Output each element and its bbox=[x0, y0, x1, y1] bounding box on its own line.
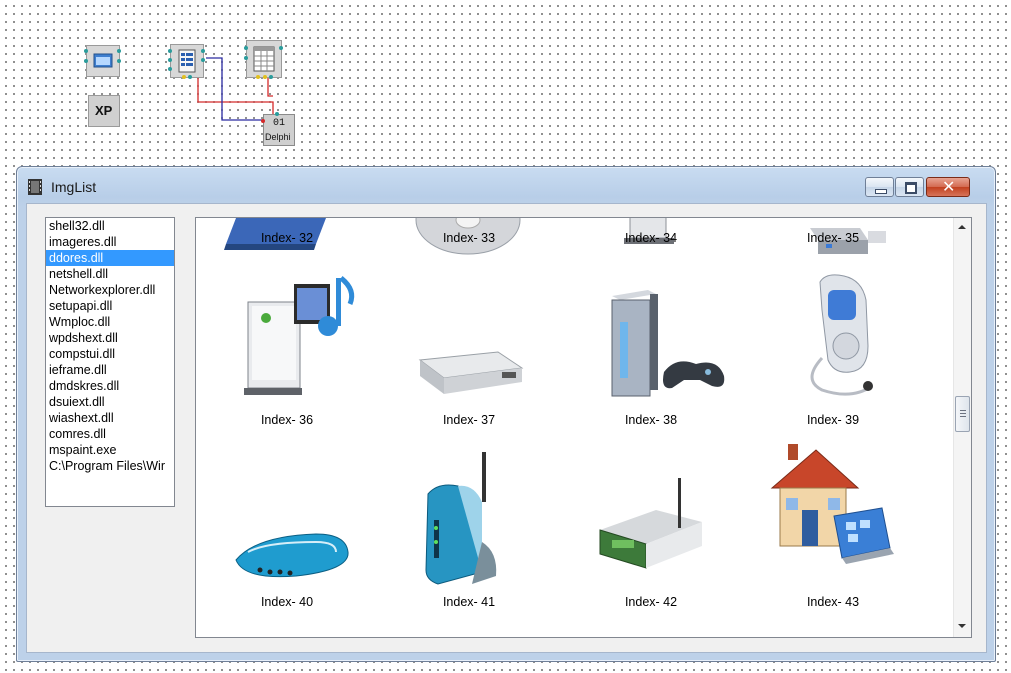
dll-list-item[interactable]: Wmploc.dll bbox=[49, 315, 111, 329]
listview-node[interactable] bbox=[244, 40, 283, 79]
scroll-down-arrow[interactable] bbox=[958, 624, 966, 628]
dll-list-item[interactable]: wpdshext.dll bbox=[49, 331, 118, 345]
window-icon bbox=[93, 53, 113, 68]
modem-icon bbox=[235, 533, 349, 578]
icon-cell[interactable]: Index- 42 bbox=[560, 442, 742, 624]
icon-index-label: Index- 38 bbox=[624, 413, 678, 427]
icon-cell[interactable]: Index- 37 bbox=[378, 260, 560, 442]
scroll-up-arrow[interactable] bbox=[958, 225, 966, 229]
icon-view[interactable]: Index- 32 Index- 33 Index- 34 Index- 35 Inde… bbox=[195, 217, 972, 638]
icon-cell[interactable]: Index- 32 bbox=[196, 218, 378, 260]
icon-index-label: Index- 34 bbox=[624, 231, 678, 245]
close-button[interactable]: ✕ bbox=[926, 177, 970, 197]
grid-icon bbox=[253, 46, 275, 72]
icon-index-label: Index- 39 bbox=[806, 413, 860, 427]
dll-list-item[interactable]: dmdskres.dll bbox=[49, 379, 120, 393]
icon-cell[interactable]: Index- 40 bbox=[196, 442, 378, 624]
icon-index-label: Index- 42 bbox=[624, 595, 678, 609]
icon-index-label: Index- 40 bbox=[260, 595, 314, 609]
dll-list-item[interactable]: Networkexplorer.dll bbox=[49, 283, 156, 297]
minimize-icon bbox=[875, 189, 887, 194]
delphi-digits: 01 bbox=[273, 118, 286, 129]
connection-wires bbox=[197, 57, 274, 121]
dll-list-item[interactable]: shell32.dll bbox=[49, 219, 105, 233]
imagelist-node-icon bbox=[170, 44, 204, 78]
list-icon bbox=[178, 49, 196, 73]
storage-device-icon bbox=[810, 228, 886, 254]
dll-list-item[interactable]: mspaint.exe bbox=[49, 443, 117, 457]
game-console-icon bbox=[611, 290, 725, 397]
dll-list-item[interactable]: ieframe.dll bbox=[49, 363, 107, 377]
delphi-node[interactable]: 01 Delphi bbox=[261, 112, 295, 146]
dll-list-item[interactable]: wiashext.dll bbox=[49, 411, 114, 425]
icon-index-label: Index- 35 bbox=[806, 231, 860, 245]
maximize-button[interactable] bbox=[895, 177, 924, 197]
router-icon bbox=[425, 452, 497, 585]
icon-index-label: Index- 33 bbox=[442, 231, 496, 245]
imagelist-node[interactable] bbox=[168, 44, 206, 79]
form-node[interactable] bbox=[84, 45, 121, 77]
dll-list-item[interactable]: compstui.dll bbox=[49, 347, 115, 361]
dll-list-item[interactable]: dsuiext.dll bbox=[49, 395, 105, 409]
dll-list-item[interactable]: C:\Program Files\Wir bbox=[49, 459, 165, 473]
wireless-access-point-icon bbox=[599, 478, 702, 569]
computer-tower-icon bbox=[624, 218, 674, 244]
app-icon bbox=[28, 179, 42, 195]
icon-cell[interactable]: Index- 39 bbox=[742, 260, 924, 442]
icon-cell[interactable]: Index- 38 bbox=[560, 260, 742, 442]
dll-list-item[interactable]: imageres.dll bbox=[49, 235, 117, 249]
icon-index-label: Index- 32 bbox=[260, 231, 314, 245]
minimize-button[interactable] bbox=[865, 177, 894, 197]
home-network-icon bbox=[770, 444, 894, 564]
icon-cell[interactable]: Index- 43 bbox=[742, 442, 924, 624]
cd-disc-icon bbox=[415, 218, 521, 255]
icon-cell[interactable]: Index- 36 bbox=[196, 260, 378, 442]
icon-cell[interactable]: Index- 41 bbox=[378, 442, 560, 624]
xp-manifest-node[interactable]: XP bbox=[88, 95, 120, 127]
icon-cell[interactable]: Index- 35 bbox=[742, 218, 924, 260]
set-top-box-icon bbox=[418, 351, 524, 394]
maximize-icon bbox=[905, 182, 917, 194]
form-node-icon bbox=[86, 45, 120, 77]
vertical-scrollbar[interactable] bbox=[953, 218, 971, 637]
dll-list-item[interactable]: comres.dll bbox=[49, 427, 106, 441]
portable-media-player-icon bbox=[810, 274, 873, 396]
window-title: ImgList bbox=[51, 179, 97, 195]
title-bar[interactable]: ImgList ✕ bbox=[17, 167, 995, 203]
media-center-pc-icon bbox=[244, 276, 355, 395]
icon-index-label: Index- 41 bbox=[442, 595, 496, 609]
close-icon: ✕ bbox=[942, 177, 956, 196]
icon-index-label: Index- 37 bbox=[442, 413, 496, 427]
icon-index-label: Index- 36 bbox=[260, 413, 314, 427]
scroll-thumb[interactable] bbox=[955, 396, 970, 432]
xp-label: XP bbox=[95, 103, 113, 118]
dll-list-item[interactable]: setupapi.dll bbox=[49, 299, 113, 313]
dll-list-item[interactable]: netshell.dll bbox=[49, 267, 109, 281]
icon-index-label: Index- 43 bbox=[806, 595, 860, 609]
icon-cell[interactable]: Index- 33 bbox=[378, 218, 560, 260]
dll-list-item[interactable]: ddores.dll bbox=[46, 250, 174, 266]
icon-cell[interactable]: Index- 34 bbox=[560, 218, 742, 260]
delphi-label: Delphi bbox=[265, 132, 291, 142]
network-adapter-icon bbox=[224, 218, 326, 250]
